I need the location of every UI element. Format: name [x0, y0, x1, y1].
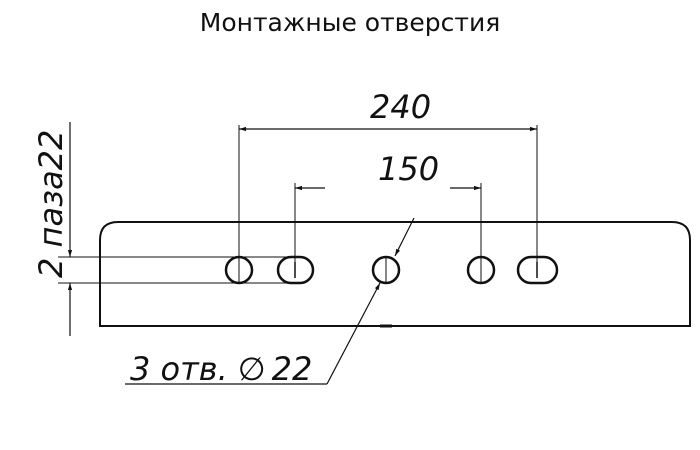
hole-center — [371, 255, 401, 285]
dimension-label-150: 150 — [378, 150, 439, 188]
hole-leader-arrow-upper — [394, 217, 415, 257]
drawing-title: Монтажные отверстия — [199, 8, 501, 37]
plate-outline — [99, 221, 691, 327]
slot-width-note: 2 паза22 — [32, 130, 70, 278]
dimension-label-240: 240 — [370, 88, 431, 126]
diameter-icon: ∅ — [238, 350, 266, 388]
hole-leader-line — [326, 282, 381, 385]
hole-note: 3 отв.∅22 — [130, 350, 312, 388]
